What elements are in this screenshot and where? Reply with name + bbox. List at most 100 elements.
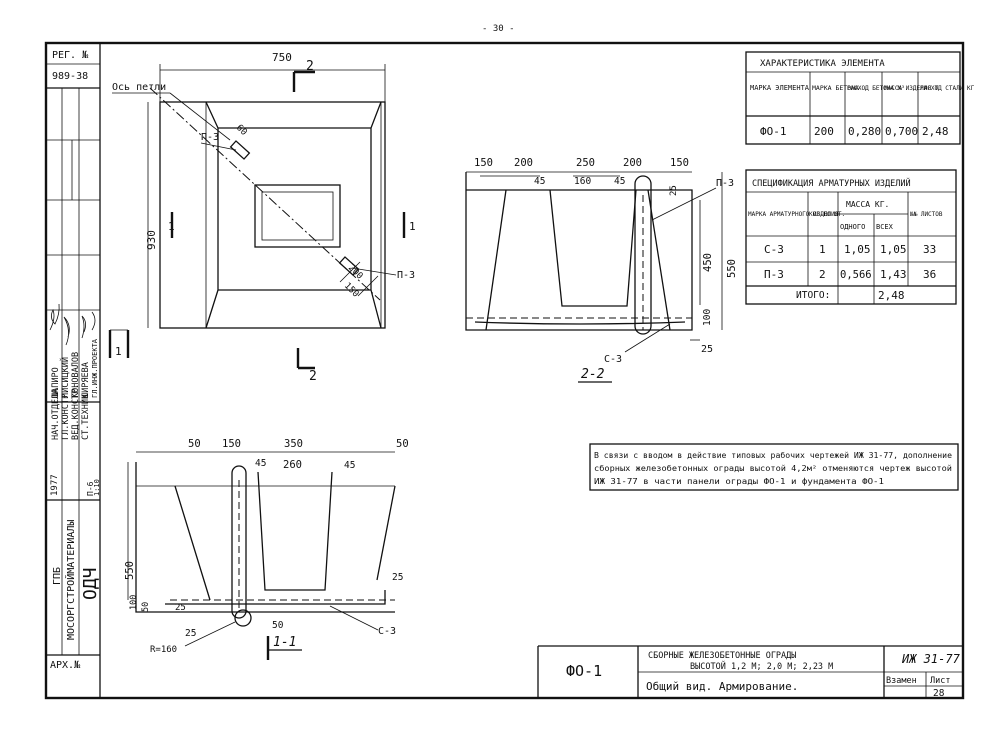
char-v-steel: 2,48 (922, 125, 949, 138)
section-1-marker: 1 (115, 345, 122, 358)
plan-dim-height: 930 (145, 230, 158, 250)
s22-dim-200a: 200 (514, 157, 533, 169)
note-line-1: В связи с вводом в действие типовых рабо… (594, 450, 952, 460)
section-mark-right: 1 (409, 220, 416, 233)
s22-dim-550: 550 (726, 259, 738, 278)
reg-number: 989-38 (52, 71, 88, 82)
s11-dim-50a: 50 (188, 438, 201, 450)
spec-h-mass: МАССА КГ. (846, 200, 889, 209)
char-h-concrete: МАРКА БЕТОНА (812, 84, 859, 92)
s11-dim-550: 550 (124, 561, 136, 580)
callout-p3-top: П-3 (201, 132, 219, 143)
s22-dim-25b: 25 (701, 344, 713, 355)
role-1: НАЧ.ОТДЕЛА (51, 389, 61, 440)
name-4: ШИРЯЕВА (81, 362, 91, 398)
spec-r1-all: 1,05 (880, 243, 907, 256)
section-mark-bottom: 2 (309, 369, 317, 384)
name-2: ЛИСИЦКИЙ (59, 357, 71, 398)
title-desc-1: СБОРНЫЕ ЖЕЛЕЗОБЕТОННЫЕ ОГРАДЫ (648, 651, 796, 661)
s11-title: 1-1 (273, 635, 296, 650)
title-block: ФО-1 СБОРНЫЕ ЖЕЛЕЗОБЕТОННЫЕ ОГРАДЫ ВЫСОТ… (537, 645, 963, 699)
spec-r2-qty: 2 (819, 268, 826, 281)
page-mark: - 30 - (482, 24, 515, 34)
char-v-mass: 0,700 (885, 125, 918, 138)
section-mark-left: 1 (168, 220, 175, 233)
title-desc-2: ВЫСОТОЙ 1,2 М; 2,0 М; 2,23 М (690, 660, 833, 672)
char-h-steel: РАСХОД СТАЛИ КГ (920, 85, 975, 92)
char-v-volume: 0,280 (848, 125, 881, 138)
role-4: СТ.ТЕХНИК (81, 393, 91, 440)
s22-callout-p3: П-3 (716, 178, 734, 189)
spec-h-all: ВСЕХ (876, 223, 894, 231)
name-3: КОНОВАЛОВ (71, 352, 81, 398)
short-2: 1:10 (93, 479, 101, 496)
s22-dim-200b: 200 (623, 157, 642, 169)
plan-view: 750 930 2 2 1 1 Ось петли П-3 П-3 60 200… (112, 51, 416, 384)
callout-p3-right: П-3 (397, 270, 415, 281)
short-1: П-6 (86, 481, 95, 496)
plan-dim-width: 750 (272, 51, 292, 64)
section-2-2: 150 200 250 200 150 45 160 45 25 450 550… (465, 157, 738, 383)
spec-r2-all: 1,43 (880, 268, 907, 281)
spec-h-mark: МАРКА АРМАТУРНОГО ИЗДЕЛИЯ (748, 211, 839, 218)
s11-dim-25b: 25 (185, 628, 196, 639)
plan-inner (205, 101, 382, 329)
s22-dim-150b: 150 (670, 157, 689, 169)
spec-r2-one: 0,566 (840, 269, 872, 281)
dim-200: 200 (346, 263, 365, 282)
left-stamp-strip: РЕГ. № 989-38 НАЧ.ОТДЕЛА ГЛ.КОНСТР. ВЕД.… (46, 43, 101, 698)
s22-dim-45b: 45 (614, 176, 625, 187)
axis-label: Ось петли (112, 82, 166, 93)
year: 1977 (50, 474, 60, 496)
org-line-2: МОСОРГСТРОЙМАТЕРИАЛЫ (64, 520, 77, 640)
org-line-1: ГПБ (52, 567, 63, 585)
s11-dim-45a: 45 (255, 458, 266, 469)
s11-callout-c3: С-3 (378, 626, 396, 637)
s22-dim-25: 25 (669, 185, 679, 196)
char-title: ХАРАКТЕРИСТИКА ЭЛЕМЕНТА (760, 59, 885, 69)
spec-total-label: ИТОГО: (796, 290, 830, 301)
title-sheet-label: Лист (930, 676, 950, 686)
spec-r1-qty: 1 (819, 243, 826, 256)
spec-h-one: ОДНОГО (840, 223, 865, 231)
s22-dim-100: 100 (702, 309, 713, 326)
spec-table: СПЕЦИФИКАЦИЯ АРМАТУРНЫХ ИЗДЕЛИЙ МАРКА АР… (745, 169, 957, 305)
s11-dim-25a: 25 (392, 572, 403, 583)
s11-dim-50b: 50 (396, 438, 409, 450)
title-mark: ФО-1 (566, 662, 602, 680)
name-1: ШАПИРО (51, 367, 61, 398)
char-v-concrete: 200 (814, 125, 834, 138)
s11-dim-50: 50 (141, 602, 151, 612)
spec-r2-mark: П-3 (764, 268, 784, 281)
dim-150: 150 (342, 281, 361, 300)
title-replaced: Взамен (886, 676, 917, 686)
note-box: В связи с вводом в действие типовых рабо… (589, 443, 959, 491)
note-line-2: сборных железобетонных ограды высотой 4,… (594, 463, 952, 473)
s22-callout-c3: С-3 (604, 354, 622, 365)
char-h-mark: МАРКА ЭЛЕМЕНТА (750, 84, 810, 92)
s11-callout-25: 25 (175, 603, 186, 613)
spec-h-sheets: №№ ЛИСТОВ (910, 211, 943, 218)
dim-60: 60 (234, 123, 249, 138)
s22-dim-150a: 150 (474, 157, 493, 169)
spec-total-value: 2,48 (878, 289, 905, 302)
spec-r1-one: 1,05 (844, 243, 871, 256)
title-code: ИЖ 31-77 (901, 652, 961, 666)
spec-title: СПЕЦИФИКАЦИЯ АРМАТУРНЫХ ИЗДЕЛИЙ (752, 177, 911, 189)
s11-dim-100: 100 (129, 595, 139, 610)
note-line-3: ИЖ 31-77 в части панели ограды ФО-1 и фу… (594, 477, 884, 486)
arch-label: АРХ.№ (50, 660, 81, 671)
s11-dim-45b: 45 (344, 460, 355, 471)
s11-dim-350: 350 (284, 438, 303, 450)
role-3: ВЕД.КОНСТР. (71, 384, 81, 440)
spec-r1-mark: С-3 (764, 243, 784, 256)
spec-r2-sheet: 36 (923, 268, 936, 281)
org-code: ОДЧ (80, 567, 101, 600)
right-role-1: ГЛ.ИНЖ.ПРОЕКТА (91, 338, 99, 398)
char-v-mark: ФО-1 (760, 125, 787, 138)
section-1-1: 50 150 350 50 45 260 45 550 100 50 25 25… (124, 438, 409, 660)
s22-title: 2-2 (581, 367, 605, 382)
spec-h-qty: КОЛ-ВО ШТ. (809, 211, 845, 218)
spec-r1-sheet: 33 (923, 243, 936, 256)
